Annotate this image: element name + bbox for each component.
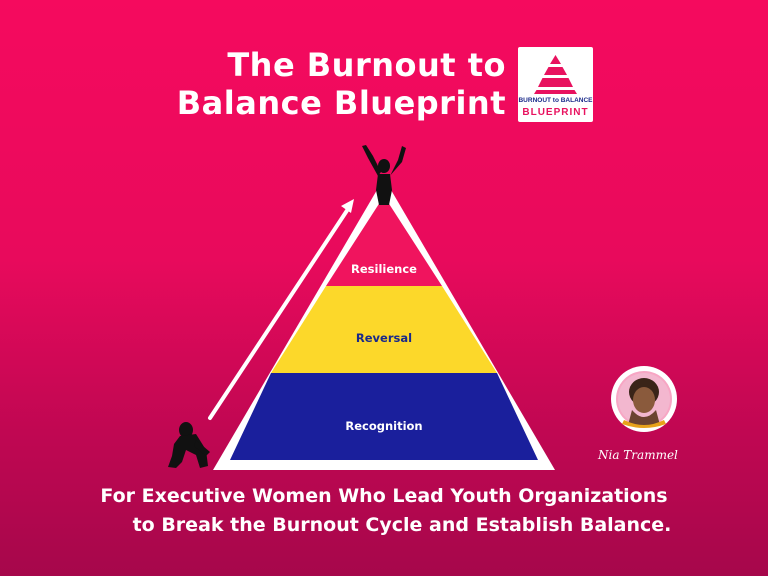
logo-text-bottom: BLUEPRINT	[522, 107, 589, 118]
author-signature: Nia Trammel	[598, 448, 678, 462]
title-line-1: The Burnout to	[227, 46, 506, 84]
arrow-up-right-icon	[208, 199, 354, 420]
pyramid-level-middle	[271, 286, 497, 373]
page-title: The Burnout to Balance Blueprint	[177, 46, 506, 122]
title-line-2: Balance Blueprint	[176, 84, 506, 122]
pyramid-level-bottom	[230, 373, 538, 460]
blueprint-logo: BURNOUT to BALANCE BLUEPRINT	[518, 47, 593, 122]
level-label-resilience: Resilience	[351, 262, 417, 276]
tagline-line-2: to Break the Burnout Cycle and Establish…	[132, 514, 672, 536]
logo-pyramid-icon	[534, 55, 577, 94]
woman-sitting-icon	[168, 422, 210, 468]
pyramid-level-top	[326, 196, 442, 286]
tagline-line-1: For Executive Women Who Lead Youth Organ…	[100, 485, 668, 507]
avatar-photo	[611, 366, 677, 432]
logo-text-top: BURNOUT to BALANCE	[518, 97, 593, 104]
woman-celebrating-icon	[362, 145, 406, 205]
level-label-reversal: Reversal	[355, 331, 413, 345]
tagline: For Executive Women Who Lead Youth Organ…	[0, 482, 768, 540]
level-label-recognition: Recognition	[345, 419, 423, 433]
